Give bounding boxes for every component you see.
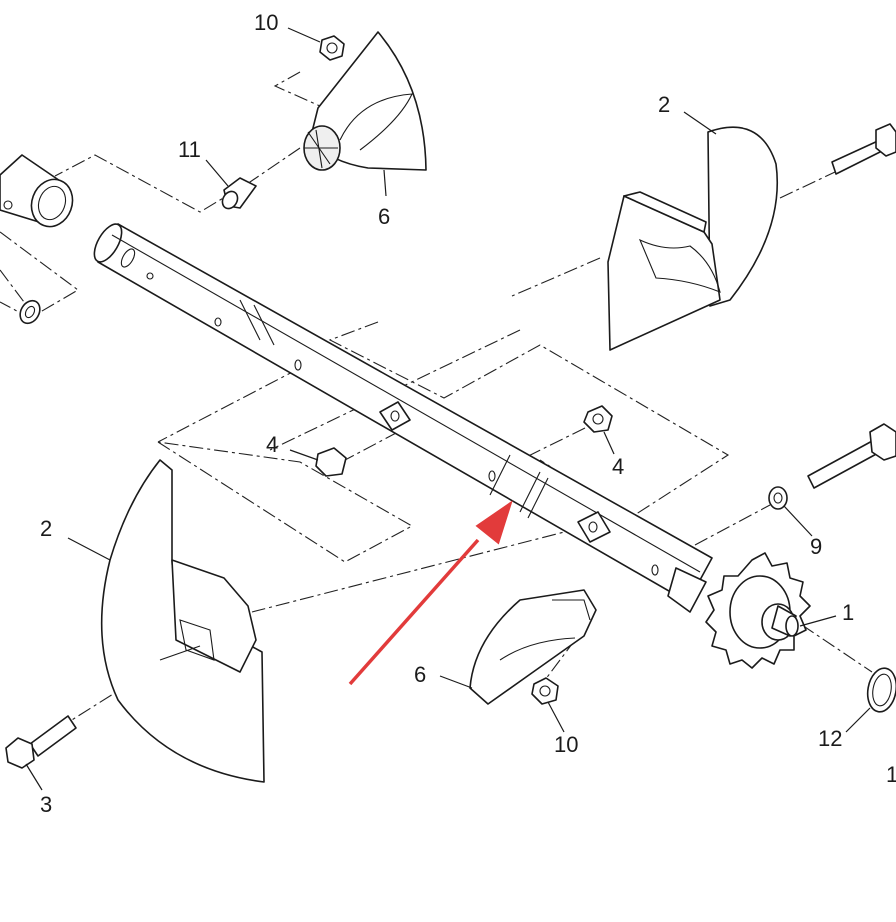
blade-top: [303, 31, 427, 171]
nut-bottom: [531, 677, 559, 705]
assembly-lines: [0, 71, 873, 736]
callout-4-right: 4: [612, 454, 624, 479]
callout-12: 12: [818, 726, 842, 751]
callout-4-left: 4: [266, 432, 278, 457]
snap-ring: [866, 667, 896, 713]
callout-10-top: 10: [254, 10, 278, 35]
callout-3: 3: [40, 792, 52, 817]
callout-6-bottom: 6: [414, 662, 426, 687]
nut-top: [319, 35, 345, 61]
callout-10-bottom: 10: [554, 732, 578, 757]
bolt-top-right: [831, 123, 896, 175]
collar: [0, 154, 74, 228]
auger-paddle-bottom: [100, 459, 265, 783]
callouts: 10 11 6 2 4 4 2 3 9 1 6 10 12 1: [40, 10, 896, 817]
bolt-right: [807, 423, 896, 489]
sprocket: [705, 552, 811, 669]
callout-1: 1: [842, 600, 854, 625]
callout-2-top: 2: [658, 92, 670, 117]
nut-center: [583, 405, 613, 433]
pin: [221, 177, 257, 210]
auger-paddle-top: [607, 126, 779, 351]
nut-cap: [315, 447, 347, 477]
callout-11: 11: [178, 137, 201, 162]
callout-1-cut: 1: [886, 762, 896, 787]
washer-left: [19, 299, 41, 325]
callout-6-top: 6: [378, 204, 390, 229]
bolt-bottom-left: [5, 715, 77, 769]
washer-right: [768, 486, 788, 510]
callout-9: 9: [810, 534, 822, 559]
red-arrow: [348, 500, 513, 686]
shaft: [93, 223, 713, 613]
blade-bottom: [469, 589, 597, 705]
leader-lines: [25, 27, 871, 791]
callout-2-bottom: 2: [40, 516, 52, 541]
